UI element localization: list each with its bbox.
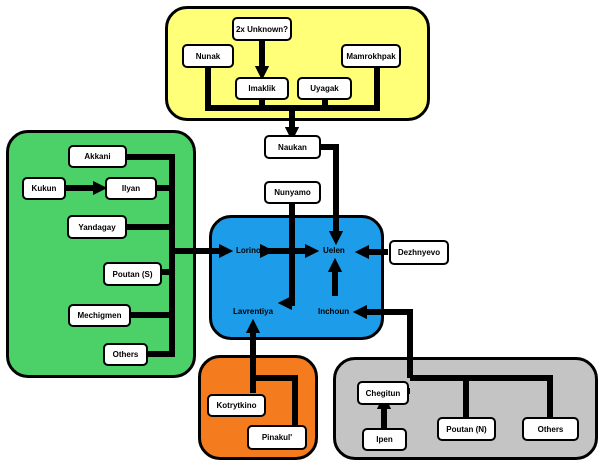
node-mamrokhpak: Mamrokhpak: [341, 44, 401, 68]
node-yandagay: Yandagay: [67, 215, 127, 239]
node-kotrytkino: Kotrytkino: [207, 394, 266, 417]
node-nunyamo: Nunyamo: [264, 181, 321, 204]
node-imaklik: Imaklik: [235, 77, 289, 100]
node-akkani: Akkani: [68, 145, 127, 168]
node-naukan: Naukan: [264, 135, 321, 159]
node-kukun: Kukun: [22, 177, 66, 200]
node-others-east: Others: [522, 417, 579, 441]
node-unknown: 2x Unknown?: [232, 17, 292, 41]
hub-inchoun: Inchoun: [318, 307, 350, 316]
hub-lorino: Lorino: [236, 246, 261, 255]
node-uyagak: Uyagak: [297, 77, 352, 100]
node-ilyan: Ilyan: [105, 177, 157, 200]
link-pinakul-up: [253, 375, 298, 425]
hub-lavrentiya: Lavrentiya: [233, 307, 274, 316]
link-east-inchoun: [352, 304, 413, 378]
node-chegitun: Chegitun: [357, 381, 409, 405]
hub-uelen: Uelen: [323, 246, 345, 255]
node-mechigmen: Mechigmen: [68, 304, 131, 327]
node-pinakul: Pinakul': [247, 425, 307, 450]
link-east-trunk: [410, 375, 553, 418]
node-ipen: Ipen: [362, 428, 407, 451]
link-west-trunk: [126, 154, 175, 357]
node-nunak: Nunak: [182, 44, 234, 68]
link-nunyamo-lavrentiya: [277, 202, 295, 311]
node-dezhnyevo: Dezhnyevo: [389, 240, 449, 265]
node-others-west: Others: [103, 343, 148, 366]
link-naukan-uelen: [320, 144, 344, 246]
node-poutan-s: Poutan (S): [103, 262, 162, 286]
region-west: [6, 130, 196, 378]
node-poutan-n: Poutan (N): [437, 417, 496, 441]
